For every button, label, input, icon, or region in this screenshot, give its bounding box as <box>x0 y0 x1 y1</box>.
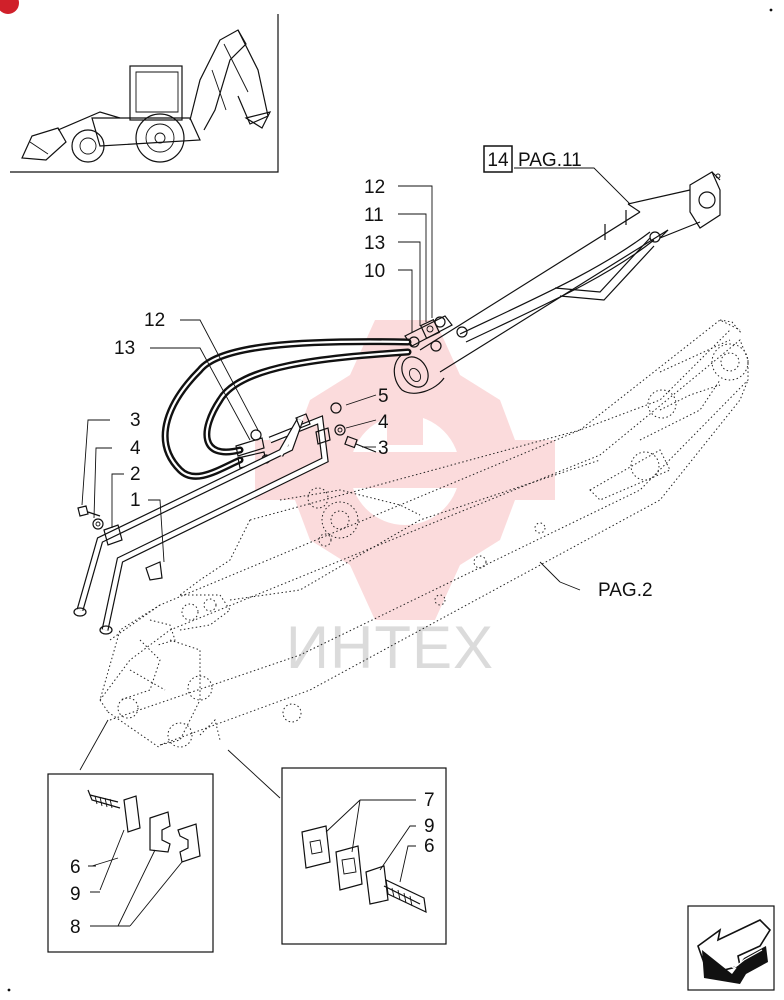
next-page-arrow-icon[interactable] <box>687 905 775 991</box>
callout-4-left: 4 <box>130 438 141 459</box>
page-badge <box>0 0 19 14</box>
detail2-callout-9: 9 <box>424 816 435 837</box>
hydraulic-cylinder <box>393 171 721 394</box>
watermark-logo <box>255 320 555 620</box>
steel-pipes <box>73 413 331 635</box>
reference-box-number: 14 <box>487 150 509 171</box>
callout-4-right: 4 <box>378 412 389 433</box>
reference-box <box>483 145 513 173</box>
callout-12-left: 12 <box>144 310 165 331</box>
callout-2: 2 <box>130 464 141 485</box>
callout-10: 10 <box>364 261 385 282</box>
backhoe-loader-icon <box>21 29 272 163</box>
callout-1: 1 <box>130 490 141 511</box>
callout-12-top: 12 <box>364 177 385 198</box>
part-callouts: 14 PAG.11 12 11 13 10 12 13 5 4 3 3 4 2 … <box>70 145 653 938</box>
detail1-callout-9: 9 <box>70 884 81 905</box>
machine-thumbnail <box>10 14 279 173</box>
detail1-callout-8: 8 <box>70 917 81 938</box>
detail2-callout-6: 6 <box>424 836 435 857</box>
callout-13-left: 13 <box>114 338 135 359</box>
ref-page-top[interactable]: PAG.11 <box>518 150 582 171</box>
detail1-callout-6: 6 <box>70 857 81 878</box>
corner-mark-top <box>769 8 773 12</box>
ref-page-boom[interactable]: PAG.2 <box>598 580 653 601</box>
detail-box-left <box>47 773 214 953</box>
callout-3-right: 3 <box>378 438 389 459</box>
callout-11: 11 <box>364 205 384 226</box>
callout-5: 5 <box>378 386 389 407</box>
detail2-callout-7: 7 <box>424 790 435 811</box>
callout-13-top: 13 <box>364 233 385 254</box>
boom-arm <box>99 319 749 749</box>
callout-3-left: 3 <box>130 410 141 431</box>
corner-mark-bottom <box>7 988 11 992</box>
callout-leaders <box>79 167 631 799</box>
detail-box-right <box>281 767 447 945</box>
watermark-text: ИНТЕХ <box>286 614 494 681</box>
